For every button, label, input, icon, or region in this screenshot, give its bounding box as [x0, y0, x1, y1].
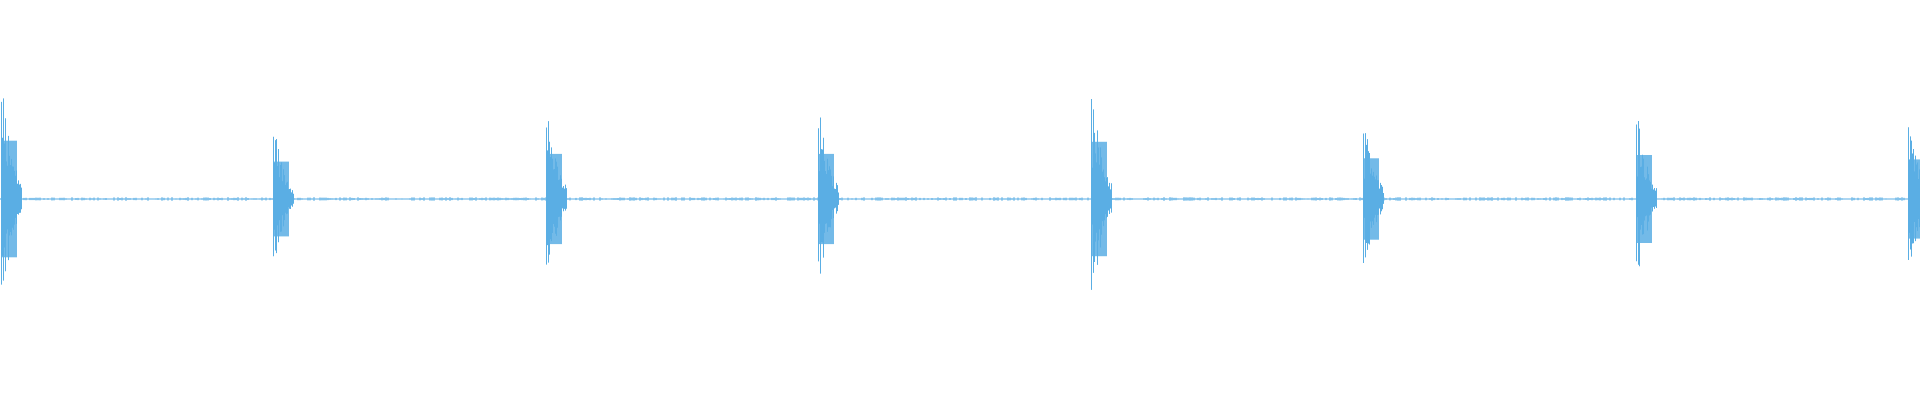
- waveform-burst-3: [546, 121, 567, 265]
- waveform-burst-5: [1091, 98, 1112, 290]
- waveform-burst-core: [1, 140, 17, 258]
- waveform-burst-6: [1363, 133, 1384, 264]
- waveform-burst-7: [1636, 121, 1657, 267]
- waveform-burst-4: [818, 117, 839, 274]
- waveform-noise-floor: [0, 197, 1919, 201]
- waveform-burst-core: [1636, 155, 1652, 243]
- waveform-burst-core: [273, 161, 289, 237]
- waveform-bursts: [0, 98, 1920, 290]
- waveform-burst-core: [546, 153, 562, 245]
- waveform-burst-core: [1363, 158, 1379, 240]
- waveform-burst-core: [1908, 159, 1920, 239]
- waveform-burst-core: [818, 153, 834, 245]
- waveform-burst-1: [1, 98, 22, 285]
- waveform-burst-2: [273, 136, 294, 257]
- waveform-burst-core: [1091, 141, 1107, 257]
- waveform-burst-8: [1908, 127, 1920, 260]
